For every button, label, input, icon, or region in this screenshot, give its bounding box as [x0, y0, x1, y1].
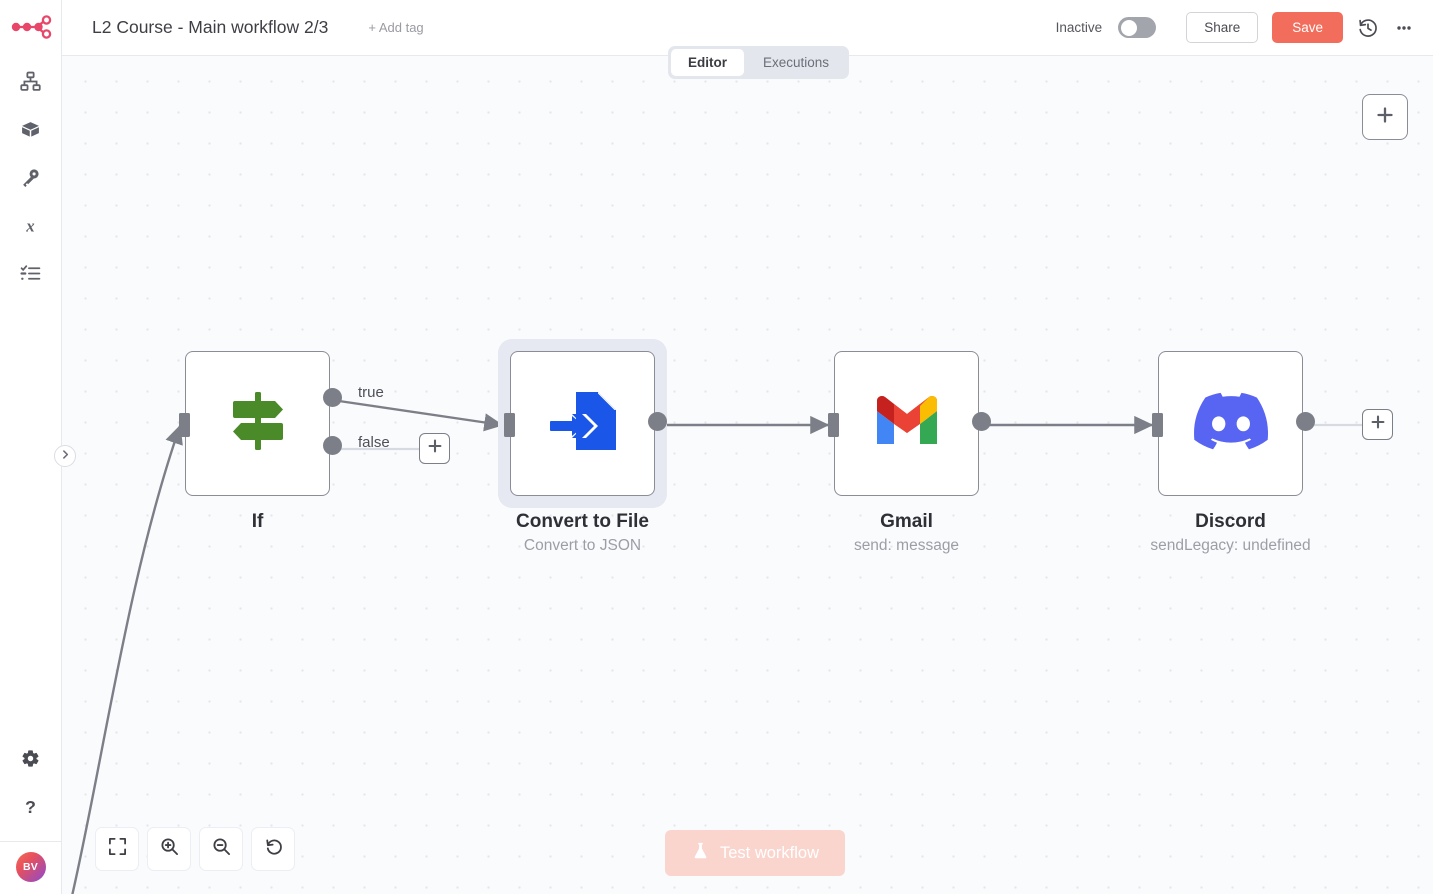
node-convert-to-file-output-port[interactable]	[648, 412, 667, 431]
chevron-right-icon	[60, 447, 71, 465]
n8n-logo[interactable]	[0, 0, 61, 56]
node-discord-input-port[interactable]	[1152, 413, 1163, 437]
add-node-button[interactable]	[1362, 94, 1408, 140]
node-if-box[interactable]	[179, 351, 342, 496]
node-convert-to-file[interactable]: Convert to File Convert to JSON	[498, 339, 667, 554]
activation-toggle[interactable]	[1118, 17, 1157, 38]
node-if-output-true[interactable]	[323, 388, 342, 407]
plus-icon	[1370, 414, 1386, 435]
toggle-knob	[1121, 19, 1138, 36]
workflow-title[interactable]: L2 Course - Main workflow 2/3	[92, 17, 329, 37]
plus-icon	[427, 438, 443, 459]
workflow-canvas[interactable]: If true false	[62, 56, 1433, 894]
history-icon[interactable]	[1357, 17, 1379, 39]
checklist-icon	[20, 263, 41, 289]
node-convert-to-file-title: Convert to File	[515, 511, 650, 532]
test-workflow-button[interactable]: Test workflow	[665, 830, 846, 876]
zoom-out-button[interactable]	[199, 827, 243, 871]
variable-x-icon: x	[20, 215, 41, 241]
zoom-out-icon	[212, 837, 231, 861]
fit-to-view-button[interactable]	[95, 827, 139, 871]
box-icon	[20, 119, 41, 145]
save-button[interactable]: Save	[1272, 12, 1343, 43]
key-icon	[20, 167, 41, 193]
ellipsis-icon[interactable]	[1393, 17, 1415, 39]
flask-icon	[691, 841, 710, 865]
node-gmail-output-port[interactable]	[972, 412, 991, 431]
node-discord-label: Discord sendLegacy: undefined	[1150, 511, 1310, 555]
node-convert-to-file-input-port[interactable]	[504, 413, 515, 437]
sidebar-item-executions-list[interactable]	[0, 252, 61, 300]
sidebar-item-settings[interactable]	[0, 737, 61, 785]
avatar-initials: BV	[23, 861, 38, 873]
sidebar-item-help[interactable]: ?	[0, 785, 61, 833]
add-node-after-discord[interactable]	[1362, 409, 1393, 440]
file-import-icon	[546, 384, 620, 463]
sidebar-item-templates[interactable]	[0, 108, 61, 156]
test-workflow-label: Test workflow	[720, 843, 820, 862]
node-discord-box[interactable]	[1152, 351, 1315, 496]
node-gmail-box[interactable]	[828, 351, 991, 496]
node-if-output-false[interactable]	[323, 436, 342, 455]
activation-status-label: Inactive	[1055, 20, 1103, 35]
sidebar-item-credentials[interactable]	[0, 156, 61, 204]
edge-label-true: true	[358, 384, 384, 401]
tab-editor[interactable]: Editor	[671, 49, 744, 76]
node-if-title: If	[251, 511, 264, 532]
node-gmail-label: Gmail send: message	[854, 511, 959, 555]
top-header: L2 Course - Main workflow 2/3 + Add tag …	[62, 0, 1433, 56]
tab-executions[interactable]: Executions	[763, 55, 830, 70]
add-node-false-branch[interactable]	[419, 433, 450, 464]
connection-edges	[71, 399, 1362, 894]
sidebar-item-variables[interactable]: x	[0, 204, 61, 252]
sitemap-icon	[20, 71, 41, 97]
node-if-label: If	[252, 511, 264, 533]
sidebar-divider	[0, 841, 61, 842]
node-gmail-title: Gmail	[880, 511, 933, 532]
svg-text:?: ?	[25, 797, 36, 817]
node-gmail-input-port[interactable]	[828, 413, 839, 437]
question-mark-icon: ?	[20, 796, 41, 822]
plus-icon	[1374, 104, 1396, 131]
gear-icon	[20, 748, 41, 774]
signpost-icon	[223, 386, 293, 461]
share-button[interactable]: Share	[1186, 12, 1259, 43]
node-gmail-subtitle: send: message	[853, 537, 960, 554]
gmail-icon	[872, 394, 942, 453]
zoom-in-icon	[160, 837, 179, 861]
canvas-zoom-toolbar	[95, 827, 295, 871]
expand-icon	[108, 837, 127, 861]
node-if-input-port[interactable]	[179, 413, 190, 437]
node-gmail[interactable]: Gmail send: message	[828, 351, 991, 554]
node-discord[interactable]: Discord sendLegacy: undefined	[1150, 351, 1315, 554]
zoom-in-button[interactable]	[147, 827, 191, 871]
node-if[interactable]: If	[179, 351, 342, 532]
sidebar-item-overview[interactable]	[0, 60, 61, 108]
node-discord-title: Discord	[1195, 511, 1266, 532]
node-convert-to-file-subtitle: Convert to JSON	[523, 537, 642, 554]
edge-label-false: false	[358, 434, 390, 451]
reset-zoom-button[interactable]	[251, 827, 295, 871]
left-sidebar: x	[0, 0, 62, 894]
add-tag-button[interactable]: + Add tag	[368, 20, 424, 35]
discord-icon	[1193, 392, 1268, 455]
svg-text:x: x	[25, 216, 34, 235]
undo-icon	[264, 837, 283, 861]
sidebar-expand-button[interactable]	[54, 445, 76, 467]
node-convert-to-file-label: Convert to File Convert to JSON	[516, 511, 649, 555]
view-tabs: Editor Executions	[668, 46, 850, 79]
node-discord-output-port[interactable]	[1296, 412, 1315, 431]
node-discord-subtitle: sendLegacy: undefined	[1150, 537, 1311, 554]
node-convert-to-file-box[interactable]	[504, 351, 667, 496]
avatar[interactable]: BV	[15, 852, 46, 882]
